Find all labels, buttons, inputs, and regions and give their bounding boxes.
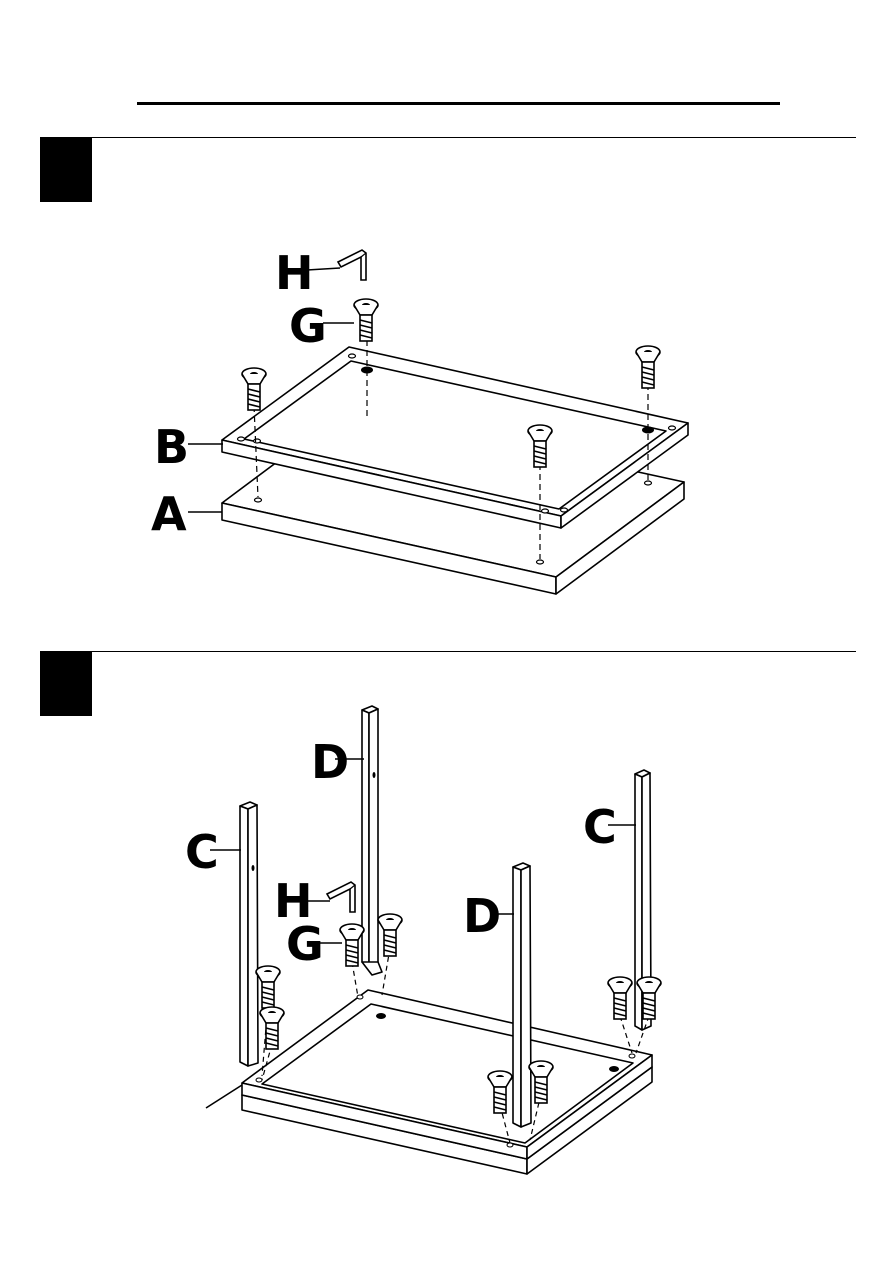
step2-diagram: D C H G D C — [185, 706, 661, 1174]
label-d: D — [311, 735, 349, 789]
screw-icon — [256, 966, 280, 1008]
leg-d-front — [513, 863, 531, 1127]
leg-d-back — [362, 706, 382, 975]
label-a: A — [151, 487, 187, 541]
leg-c-left — [240, 802, 258, 1066]
label-g: G — [286, 917, 324, 971]
label-c: C — [185, 825, 219, 879]
label-g: G — [289, 299, 327, 353]
table-top-inverted — [242, 990, 652, 1174]
label-c: C — [583, 800, 617, 854]
label-b: B — [154, 420, 189, 474]
screw-g-icon — [340, 924, 364, 966]
screw-g-icon — [354, 299, 378, 341]
label-d: D — [463, 889, 501, 943]
hex-key-icon — [327, 882, 355, 912]
hex-key-icon — [338, 250, 366, 280]
label-h: H — [275, 246, 314, 300]
screw-icon — [378, 914, 402, 956]
screw-icon — [242, 368, 266, 410]
screw-icon — [636, 346, 660, 388]
step1-diagram: H G B A — [151, 246, 688, 594]
screw-icon — [608, 977, 632, 1019]
screw-icon — [260, 1007, 284, 1049]
